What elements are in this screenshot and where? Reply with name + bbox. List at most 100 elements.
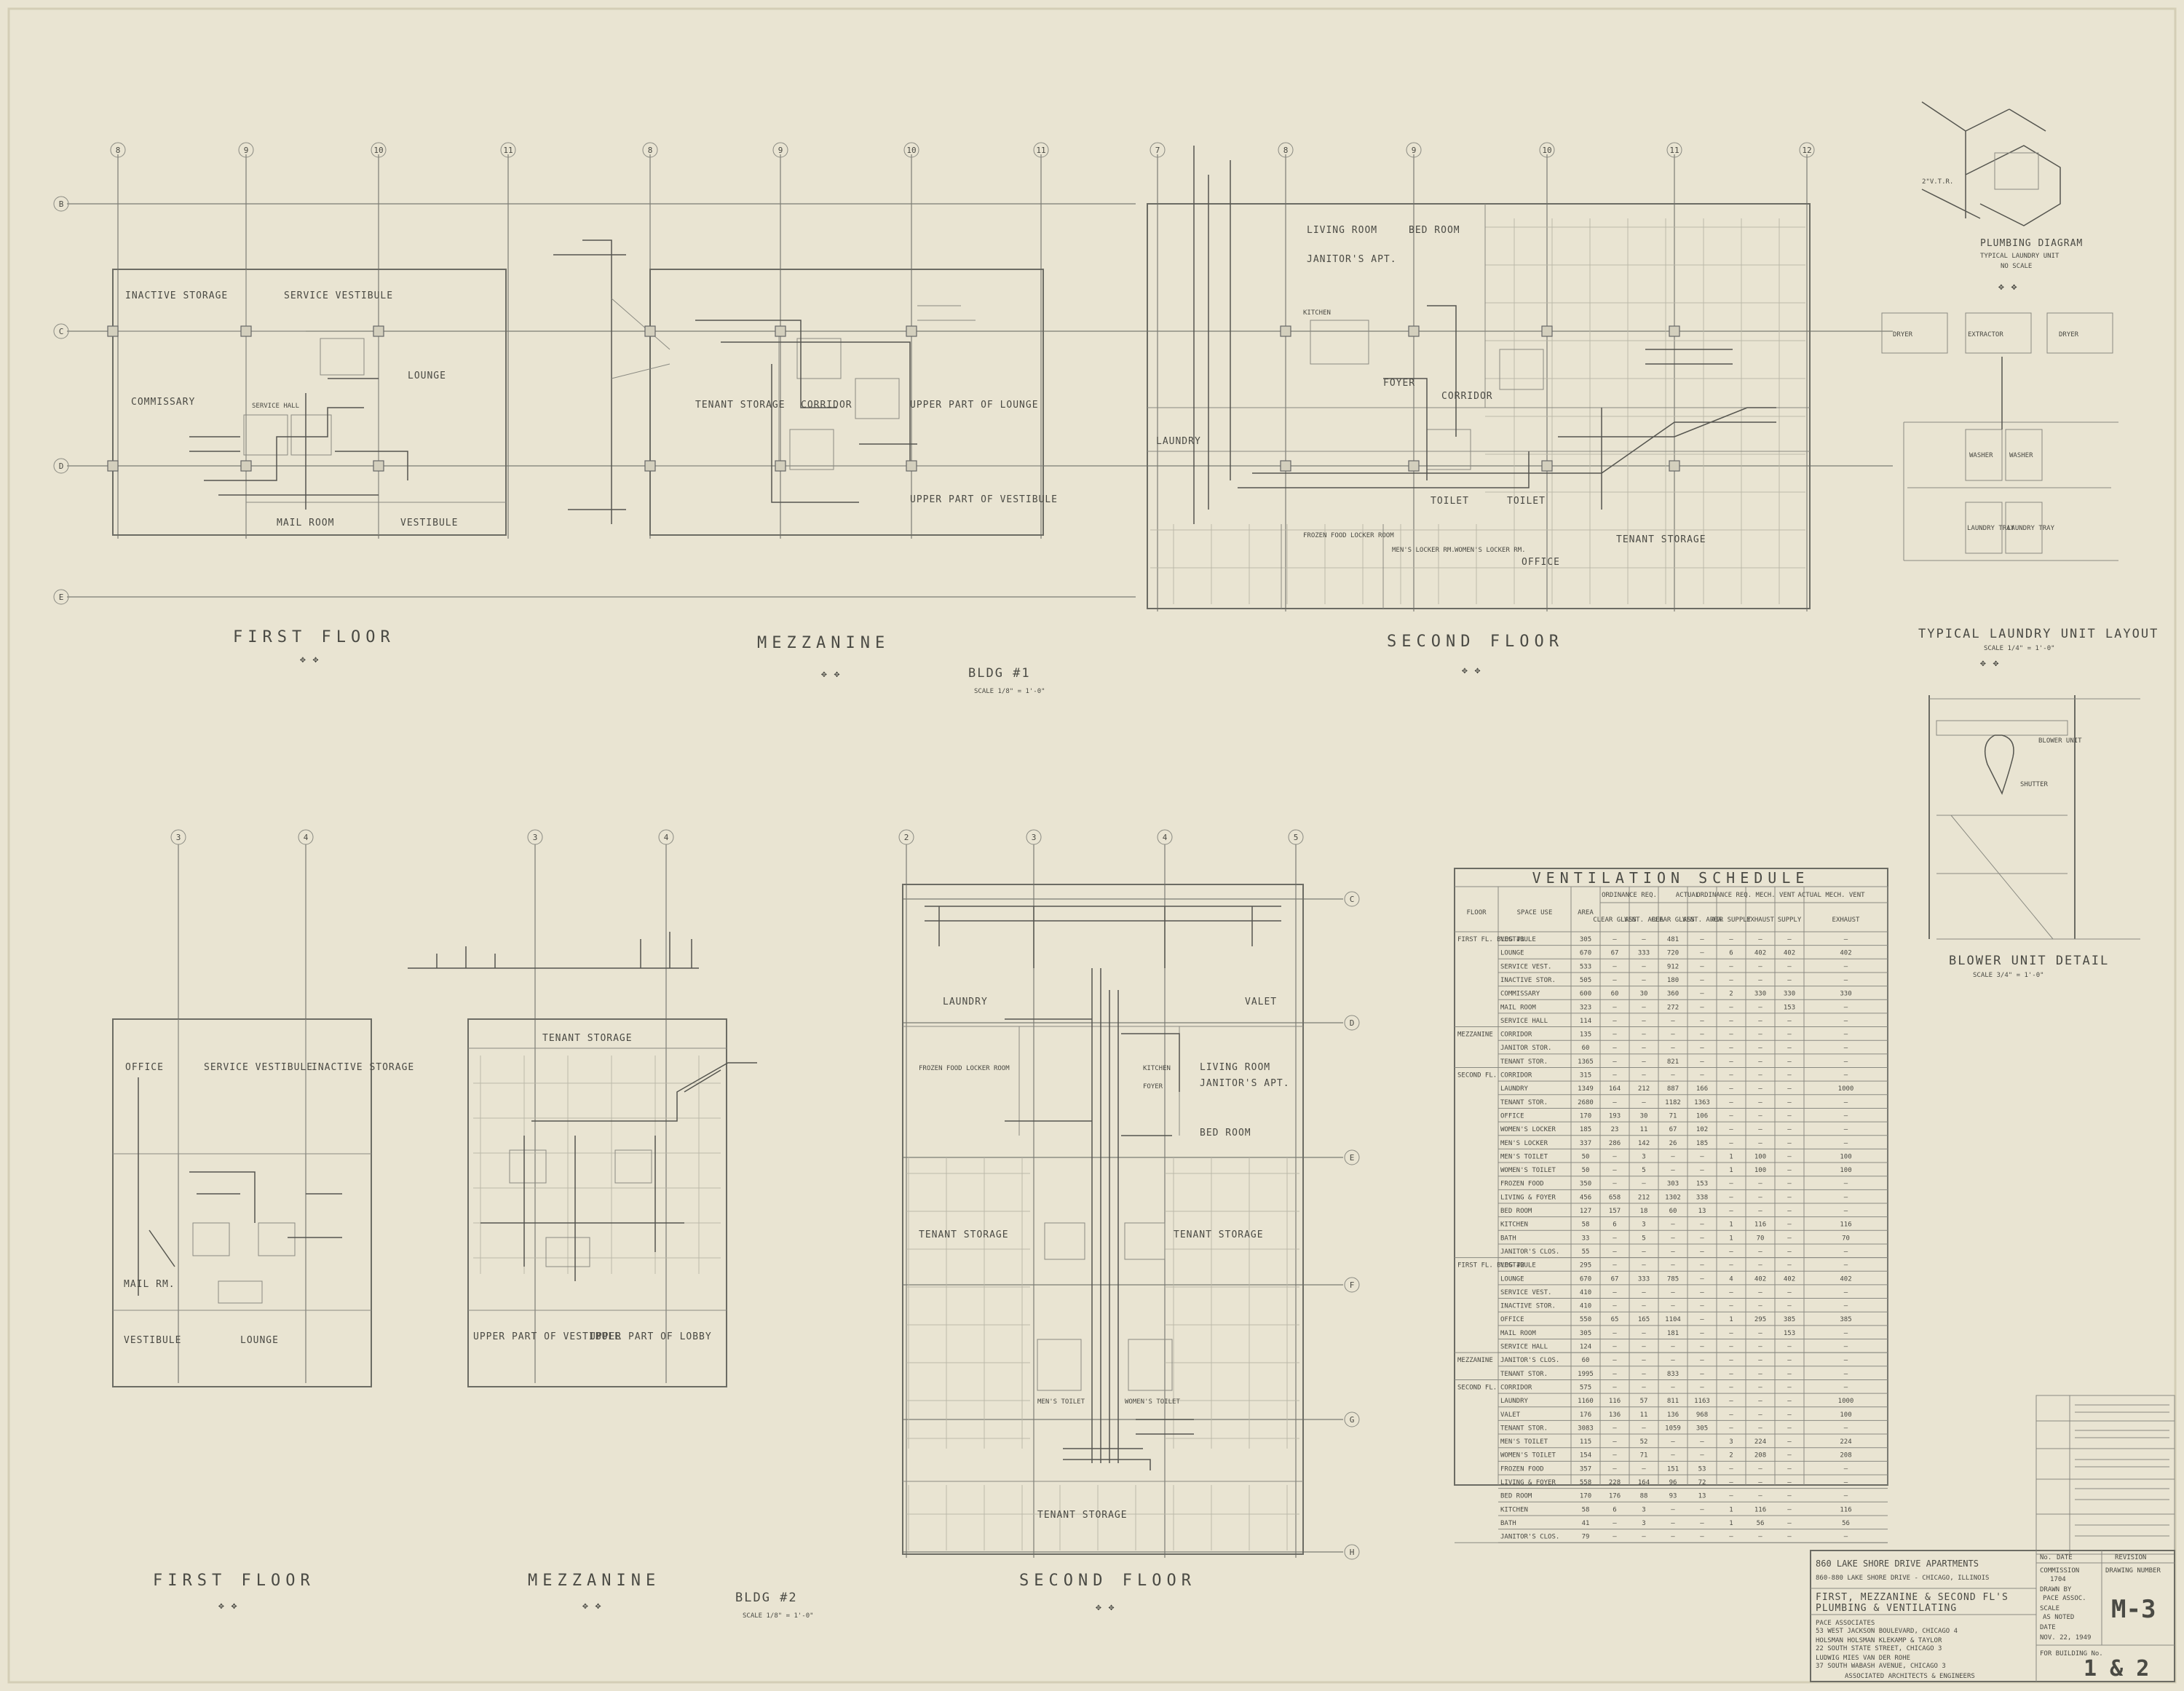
schedule-cell: — <box>1787 1018 1792 1025</box>
bldg1-second-floor-plan: LIVING ROOM BED ROOM JANITOR'S APT. KITC… <box>1147 146 1811 676</box>
schedule-cell: — <box>1844 1384 1848 1391</box>
schedule-cell: — <box>1613 1425 1617 1432</box>
schedule-cell: — <box>1642 1465 1646 1473</box>
schedule-cell: — <box>1613 936 1617 943</box>
schedule-cell: — <box>1729 1425 1733 1432</box>
schedule-cell: — <box>1844 1357 1848 1364</box>
schedule-cell: — <box>1758 1045 1762 1052</box>
schedule-cell: 323 <box>1580 1004 1591 1011</box>
grid-col-bubble: 3 <box>1032 833 1037 842</box>
schedule-cell: 67 <box>1611 950 1619 957</box>
room-label: MAIL ROOM <box>277 518 334 528</box>
schedule-cell: — <box>1671 1506 1675 1513</box>
schedule-cell: — <box>1758 1248 1762 1256</box>
schedule-cell: 1302 <box>1665 1194 1681 1201</box>
schedule-cell: 1182 <box>1665 1099 1681 1106</box>
schedule-cell-space-use: WOMEN'S LOCKER <box>1500 1126 1556 1133</box>
schedule-cell: 41 <box>1582 1520 1590 1527</box>
schedule-cell: — <box>1729 1384 1733 1391</box>
schedule-cell: — <box>1844 1371 1848 1378</box>
room-label: UPPER PART OF VESTIBULE <box>910 494 1058 505</box>
schedule-cell-space-use: INACTIVE STOR. <box>1500 1303 1556 1310</box>
schedule-cell: 170 <box>1580 1493 1591 1500</box>
schedule-cell-space-use: CORRIDOR <box>1500 1072 1532 1080</box>
schedule-cell-space-use: MAIL ROOM <box>1500 1004 1536 1011</box>
schedule-cell: — <box>1729 1208 1733 1215</box>
schedule-cell: — <box>1642 1289 1646 1296</box>
schedule-cell: — <box>1787 1384 1792 1391</box>
schedule-cell: 166 <box>1696 1085 1708 1093</box>
schedule-cell-space-use: VALET <box>1500 1411 1521 1419</box>
schedule-cell: — <box>1729 1099 1733 1106</box>
for-building-label: FOR BUILDING No. <box>2040 1650 2103 1658</box>
schedule-cell: — <box>1700 1275 1704 1283</box>
schedule-cell: 142 <box>1638 1140 1650 1147</box>
room-label: WOMEN'S LOCKER RM. <box>1455 547 1526 554</box>
schedule-cell: — <box>1613 1357 1617 1364</box>
schedule-cell: 330 <box>1784 991 1795 998</box>
schedule-cell: 93 <box>1669 1493 1677 1500</box>
schedule-column-header: VENT. AREA <box>1682 916 1722 924</box>
diagram-subtitle: TYPICAL LAUNDRY UNIT <box>1980 253 2060 260</box>
firm-address: 37 SOUTH WABASH AVENUE, CHICAGO 3 <box>1816 1663 1946 1670</box>
schedule-cell: — <box>1787 1099 1792 1106</box>
schedule-cell: 181 <box>1667 1330 1679 1337</box>
schedule-cell: 338 <box>1696 1194 1708 1201</box>
schedule-cell: 50 <box>1582 1153 1590 1160</box>
schedule-cell: — <box>1787 1303 1792 1310</box>
schedule-cell: — <box>1613 1058 1617 1066</box>
schedule-cell-space-use: BATH <box>1500 1235 1516 1242</box>
schedule-cell: — <box>1729 1004 1733 1011</box>
schedule-cell: 70 <box>1757 1235 1765 1242</box>
schedule-cell: 968 <box>1696 1411 1708 1419</box>
schedule-cell-space-use: JANITOR STOR. <box>1500 1045 1551 1052</box>
schedule-cell: 212 <box>1638 1085 1650 1093</box>
schedule-cell: — <box>1787 1398 1792 1405</box>
schedule-cell: 13 <box>1698 1493 1706 1500</box>
associated-label: ASSOCIATED ARCHITECTS & ENGINEERS <box>1845 1673 1975 1680</box>
schedule-cell: 70 <box>1842 1235 1850 1242</box>
schedule-cell: 402 <box>1754 950 1766 957</box>
schedule-cell: 2 <box>1729 1452 1733 1460</box>
schedule-cell: — <box>1671 1045 1675 1052</box>
schedule-cell: 50 <box>1582 1167 1590 1174</box>
building-number: 1 & 2 <box>2084 1656 2149 1682</box>
schedule-cell: — <box>1844 1330 1848 1337</box>
equipment-label: EXTRACTOR <box>1968 331 2003 338</box>
schedule-cell: — <box>1642 1181 1646 1188</box>
schedule-cell: — <box>1613 1371 1617 1378</box>
schedule-cell: — <box>1700 991 1704 998</box>
schedule-cell: — <box>1758 1208 1762 1215</box>
schedule-cell: — <box>1642 1262 1646 1270</box>
schedule-cell: — <box>1700 1031 1704 1039</box>
schedule-cell: 456 <box>1580 1194 1591 1201</box>
firm-name: HOLSMAN HOLSMAN KLEKAMP & TAYLOR <box>1816 1637 1942 1644</box>
schedule-cell: — <box>1758 1344 1762 1351</box>
schedule-cell: — <box>1642 1534 1646 1541</box>
grid-col-bubble: 11 <box>1036 146 1045 155</box>
schedule-cell-space-use: CORRIDOR <box>1500 1384 1532 1391</box>
room-label: BED ROOM <box>1200 1128 1251 1138</box>
equipment-label: BLOWER UNIT <box>2038 737 2082 745</box>
schedule-cell: 1 <box>1729 1167 1733 1174</box>
svg-text:2"V.T.R.: 2"V.T.R. <box>1922 178 1953 186</box>
schedule-cell: — <box>1729 1085 1733 1093</box>
schedule-cell: — <box>1613 1045 1617 1052</box>
schedule-cell: — <box>1787 1167 1792 1174</box>
drawn-by-label: DRAWN BY <box>2040 1586 2072 1593</box>
schedule-cell: 71 <box>1669 1112 1677 1120</box>
schedule-cell: — <box>1787 1181 1792 1188</box>
schedule-cell: — <box>1642 1031 1646 1039</box>
schedule-cell: — <box>1787 1235 1792 1242</box>
schedule-cell: — <box>1671 1167 1675 1174</box>
schedule-cell: — <box>1671 1534 1675 1541</box>
schedule-cell: — <box>1787 1520 1792 1527</box>
ventilation-schedule: VENTILATION SCHEDULE ORDINANCE REQ.ACTUA… <box>1454 868 1888 1543</box>
schedule-cell-space-use: KITCHEN <box>1500 1506 1528 1513</box>
schedule-cell: 56 <box>1757 1520 1765 1527</box>
schedule-cell: — <box>1729 963 1733 970</box>
schedule-cell: — <box>1729 1465 1733 1473</box>
room-label: UPPER PART OF LOBBY <box>590 1331 712 1342</box>
schedule-cell: 67 <box>1669 1126 1677 1133</box>
equipment-label: LAUNDRY TRAY <box>2007 525 2055 532</box>
